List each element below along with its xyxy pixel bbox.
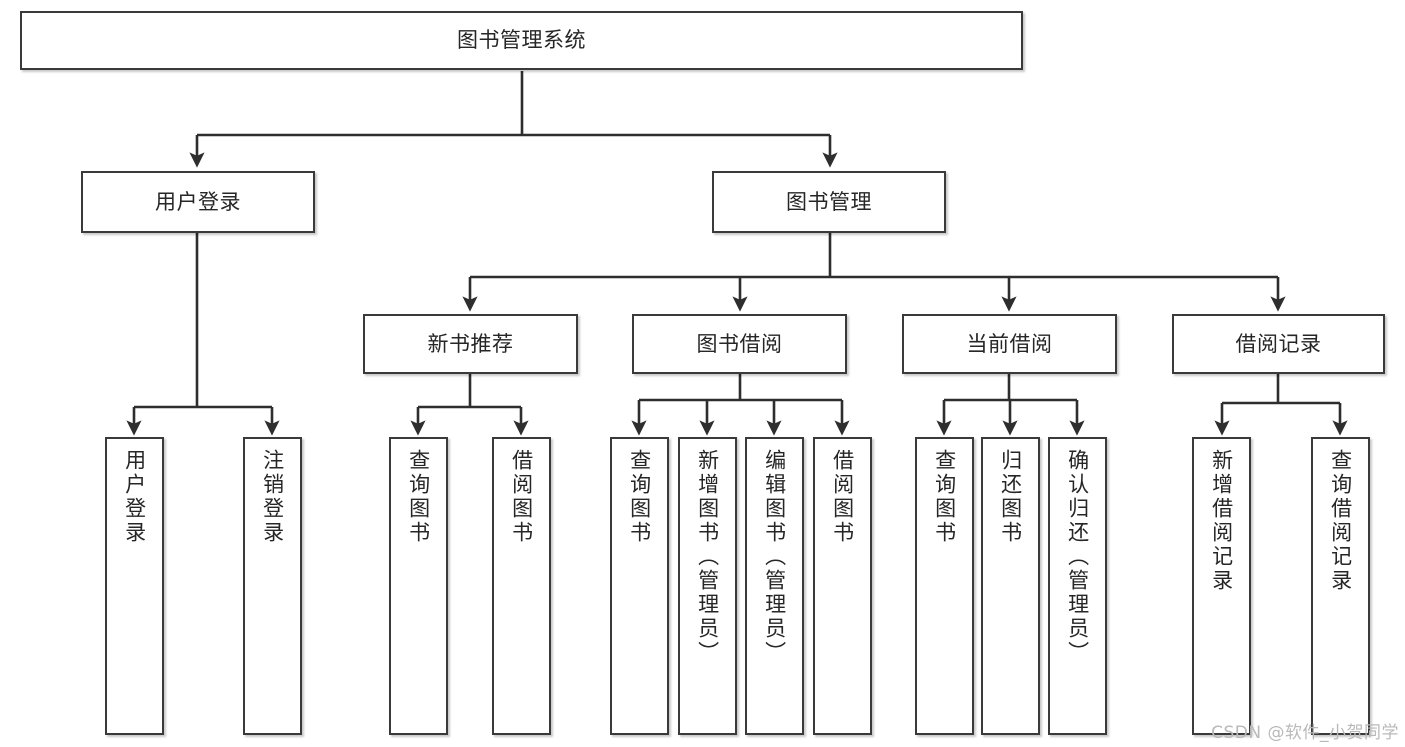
node-book-borrow[interactable]: 图书借阅 — [632, 314, 847, 374]
node-label: 用户登录 — [122, 449, 147, 545]
node-label: 图书管理系统 — [457, 28, 586, 53]
node-leaf-borrowrecord-add-record[interactable]: 新增借阅记录 — [1192, 437, 1251, 735]
node-leaf-bookborrow-borrow-book[interactable]: 借阅图书 — [813, 437, 872, 735]
node-leaf-bookborrow-query-book[interactable]: 查询图书 — [610, 437, 669, 735]
node-leaf-borrowrecord-query-record[interactable]: 查询借阅记录 — [1311, 437, 1370, 735]
node-label: 注销登录 — [260, 449, 285, 545]
node-label: 编辑图书（管理员） — [762, 449, 787, 665]
node-leaf-bookborrow-edit-book-admin[interactable]: 编辑图书（管理员） — [745, 437, 804, 735]
node-label: 图书借阅 — [696, 331, 783, 356]
node-borrow-record[interactable]: 借阅记录 — [1172, 314, 1385, 374]
node-label: 查询图书 — [406, 449, 431, 545]
node-label: 借阅图书 — [830, 449, 855, 545]
node-leaf-user-login[interactable]: 用户登录 — [105, 437, 164, 735]
node-label: 新增借阅记录 — [1209, 449, 1234, 593]
node-leaf-newbooks-borrow-book[interactable]: 借阅图书 — [492, 437, 551, 735]
node-label: 确认归还（管理员） — [1065, 449, 1090, 665]
node-label: 查询图书 — [627, 449, 652, 545]
node-new-book-recommend[interactable]: 新书推荐 — [363, 314, 578, 374]
node-root-book-management-system[interactable]: 图书管理系统 — [20, 11, 1023, 70]
node-label: 借阅图书 — [509, 449, 534, 545]
node-label: 查询借阅记录 — [1328, 449, 1353, 593]
node-label: 新书推荐 — [427, 331, 514, 356]
node-label: 新增图书（管理员） — [695, 449, 720, 665]
node-leaf-currentborrow-return-book[interactable]: 归还图书 — [981, 437, 1040, 735]
node-book-management[interactable]: 图书管理 — [712, 171, 946, 233]
node-leaf-newbooks-query-book[interactable]: 查询图书 — [389, 437, 448, 735]
node-label: 当前借阅 — [966, 331, 1053, 356]
node-label: 图书管理 — [786, 189, 872, 214]
node-leaf-bookborrow-add-book-admin[interactable]: 新增图书（管理员） — [678, 437, 737, 735]
node-label: 借阅记录 — [1235, 331, 1322, 356]
node-label: 用户登录 — [155, 189, 241, 214]
node-current-borrow[interactable]: 当前借阅 — [902, 314, 1117, 374]
node-label: 归还图书 — [998, 449, 1023, 545]
node-user-login[interactable]: 用户登录 — [81, 171, 315, 233]
node-leaf-currentborrow-confirm-return-admin[interactable]: 确认归还（管理员） — [1048, 437, 1107, 735]
watermark-text: CSDN @软件_小贺同学 — [1211, 723, 1399, 743]
node-leaf-logout[interactable]: 注销登录 — [243, 437, 302, 735]
node-leaf-currentborrow-query-book[interactable]: 查询图书 — [915, 437, 974, 735]
node-label: 查询图书 — [932, 449, 957, 545]
